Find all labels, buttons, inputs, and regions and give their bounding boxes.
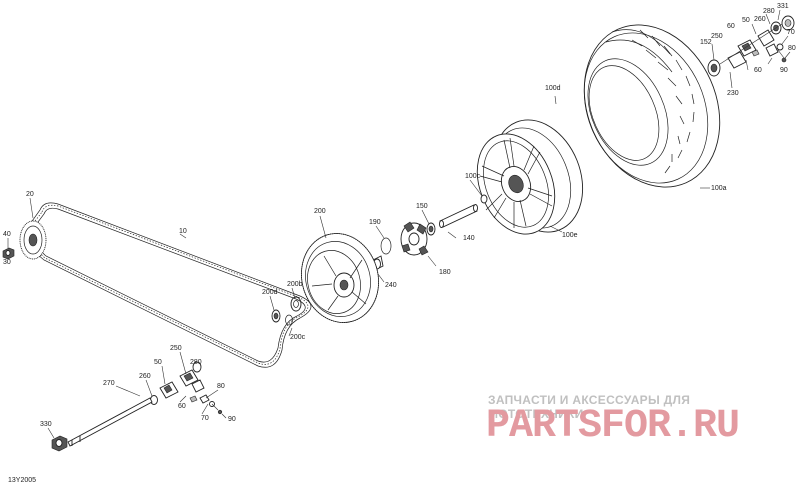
label-260: 260 (139, 373, 151, 380)
label-200d: 200d (262, 289, 278, 296)
label-80: 80 (788, 45, 796, 52)
label-100c: 100c (465, 173, 481, 180)
label-190: 190 (369, 219, 381, 226)
label-280: 280 (190, 359, 202, 366)
label-200b: 200b (287, 281, 303, 288)
label-331: 331 (777, 3, 789, 10)
label-50: 50 (154, 359, 162, 366)
label-10: 10 (179, 228, 187, 235)
rear-wheel-rim (476, 119, 584, 235)
watermark-tagline: ЗАПЧАСТИ И АКСЕССУАРЫ ДЛЯ МОТОТЕХНИКИ (488, 393, 691, 421)
bearing-150 (426, 222, 436, 236)
label-270: 270 (103, 380, 115, 387)
watermark-brand: PARTSFOR.RU (486, 404, 740, 449)
label-80: 80 (217, 383, 225, 390)
label-240: 240 (385, 282, 397, 289)
leader-lines (7, 9, 791, 439)
adjuster-hardware-left (150, 361, 223, 415)
bearing-100c (480, 194, 488, 204)
label-150: 150 (416, 203, 428, 210)
label-200: 200 (314, 208, 326, 215)
label-100e: 100e (562, 232, 578, 239)
label-250: 250 (711, 33, 723, 40)
axle-nut-330 (51, 435, 68, 452)
label-60: 60 (178, 403, 186, 410)
label-280: 280 (763, 8, 775, 15)
label-100d: 100d (545, 85, 561, 92)
label-40: 40 (3, 231, 11, 238)
label-90: 90 (228, 416, 236, 423)
rear-tire (583, 24, 721, 188)
label-260: 260 (754, 16, 766, 23)
label-100a: 100a (711, 185, 727, 192)
drawing-code: 13Y2005 (8, 477, 37, 484)
drive-chain (28, 202, 312, 368)
label-152: 152 (700, 39, 712, 46)
label-70: 70 (201, 415, 209, 422)
o-ring-190 (380, 237, 392, 255)
rear-sprocket (300, 233, 380, 323)
label-90: 90 (780, 67, 788, 74)
label-30: 30 (3, 259, 11, 266)
label-230: 230 (727, 90, 739, 97)
part-labels: 331 280 260 50 70 80 90 60 60 152 250 23… (3, 3, 796, 428)
label-140: 140 (463, 235, 475, 242)
cush-drive-180 (400, 221, 429, 256)
label-20: 20 (26, 191, 34, 198)
label-200c: 200c (290, 334, 306, 341)
axle-bolt-270 (67, 397, 153, 447)
label-50: 50 (742, 17, 750, 24)
label-330: 330 (40, 421, 52, 428)
label-60: 60 (727, 23, 735, 30)
label-180: 180 (439, 269, 451, 276)
circlip-200c (285, 314, 293, 326)
label-60: 60 (754, 67, 762, 74)
label-70: 70 (787, 29, 795, 36)
axle-sleeve-140 (439, 204, 478, 228)
label-250: 250 (170, 345, 182, 352)
seal-200d (271, 309, 281, 323)
front-sprocket (19, 220, 47, 260)
adjuster-hardware-right (707, 15, 795, 77)
nut-40 (2, 247, 15, 260)
